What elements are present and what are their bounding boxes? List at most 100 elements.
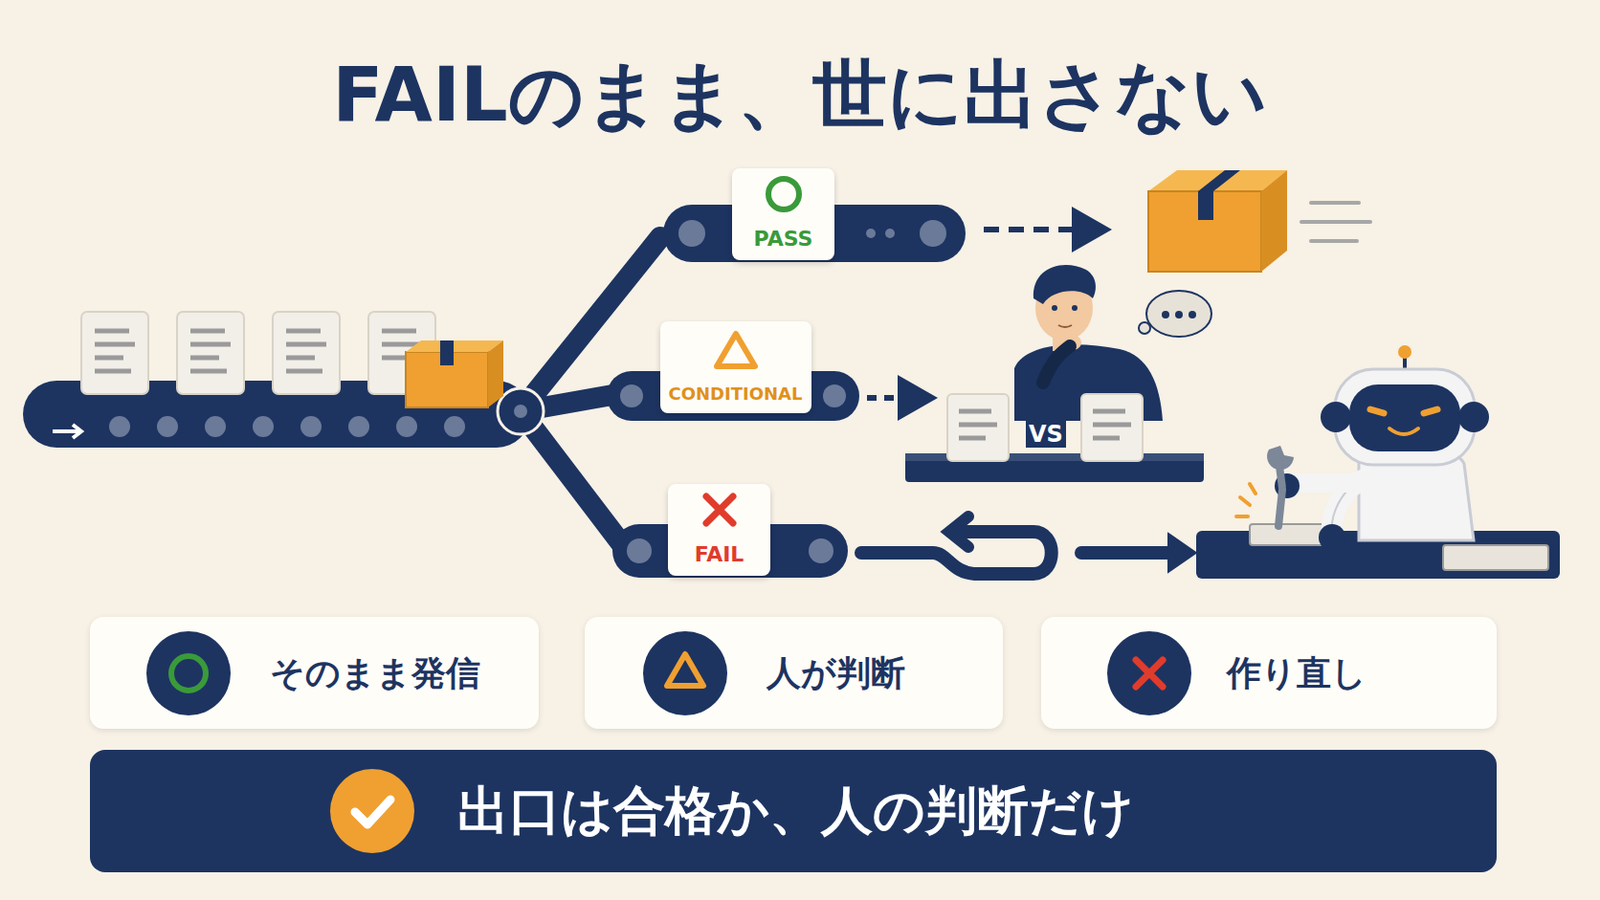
shape [1033,265,1096,305]
shape [1370,409,1384,414]
shape [444,416,466,438]
shape [1311,200,1359,205]
speed-lines [1301,202,1371,242]
shape [1071,305,1078,312]
pivot-pin [513,404,528,419]
pivot [497,388,544,435]
shape [109,416,131,438]
shape [1169,535,1195,571]
shape [947,394,1009,462]
shape [1198,170,1241,221]
shape [716,333,756,367]
shape [620,384,644,408]
conditional-card: CONDITIONAL [660,321,812,414]
shape [1107,631,1192,716]
shape [348,416,370,438]
shape [1236,514,1248,519]
shape [405,340,504,353]
shape [1240,497,1250,506]
status-icon [711,328,761,377]
shape [885,228,895,239]
label-text: そのまま発信 [269,649,481,697]
shape [1043,346,1070,383]
shape [286,331,327,372]
shape [355,800,391,825]
shape [272,311,340,395]
shape [1291,473,1371,493]
shape [947,394,1009,462]
shape [1236,484,1256,517]
shape [1081,394,1143,462]
shape [1249,484,1256,494]
shape [678,220,706,247]
vs-label: VS [1025,421,1067,448]
dashed-arrow [983,226,1101,233]
review-desk [905,394,1204,483]
shape [1161,311,1170,319]
outcome-card: そのまま発信 [89,617,539,730]
thought-bubble [1138,290,1212,337]
shape [1334,369,1475,466]
shape [822,384,846,408]
shape [488,340,504,408]
status-icon [642,630,729,721]
small-box [405,340,504,408]
shape [52,429,79,434]
shape [520,411,624,548]
label-text: 作り直し [1226,649,1367,697]
shape [1301,220,1371,224]
shape [171,656,206,691]
shape [1092,411,1132,439]
status-icon [762,173,805,220]
shape [1081,546,1173,560]
title: FAILのまま、世に出さない [0,45,1600,147]
shape [1398,345,1412,359]
shape [330,769,415,854]
conveyor-arms [520,237,661,548]
shape [808,538,834,564]
shape [177,311,245,395]
shape [958,411,998,439]
shape [272,311,340,395]
shape [1458,401,1489,433]
shape [1175,311,1183,319]
robot [1196,345,1560,579]
fail-card: FAIL [667,484,771,577]
status-icon [145,630,232,721]
return-arrow [861,516,1195,575]
dotted-arrow [866,395,927,401]
documents [81,311,436,395]
label-text: CONDITIONAL [668,383,803,404]
shape [643,631,728,716]
outcome-card: 作り直し [1041,617,1497,730]
shipped-box [1148,170,1288,272]
shape [81,311,149,395]
shape [626,538,652,564]
shape [768,178,800,210]
shape [72,424,82,439]
shape [1278,459,1283,489]
shape [1135,660,1163,688]
shape [706,496,734,524]
shape [146,631,231,716]
status-icon [1106,630,1193,721]
rule-banner: 出口は合格か、人の判断だけ [89,750,1497,873]
shape [1146,290,1212,337]
shape [252,416,274,438]
shape [81,311,149,395]
shape [1318,524,1346,552]
outcome-card: 人が判断 [584,617,1003,730]
shape [1261,170,1288,272]
shape [109,416,466,438]
label-text: PASS [754,226,814,251]
shape [300,416,322,438]
status-icon [329,768,416,859]
shape [1278,489,1283,527]
shape [1051,305,1058,312]
shape [1081,394,1143,462]
shape [204,416,226,438]
label-text: FAIL [694,542,745,567]
shape [1389,428,1419,435]
shape [949,516,969,548]
shape [1423,409,1438,414]
